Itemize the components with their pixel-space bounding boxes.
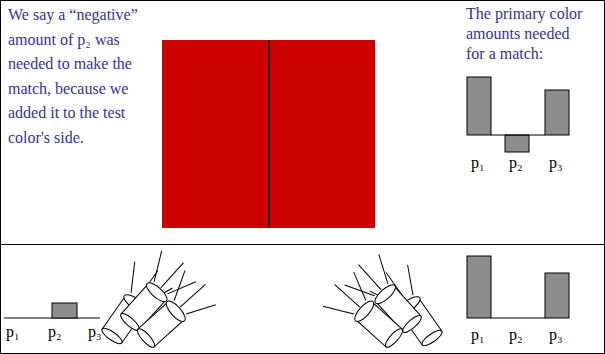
bar-label: p₁ (471, 326, 485, 344)
baseline (491, 135, 545, 136)
bar-label: p₂ (509, 154, 523, 172)
color-field (162, 40, 375, 228)
divider-line (0, 244, 605, 245)
note-text: We say a “negative” amount of p₂ was nee… (8, 3, 142, 150)
bar-label: p₂ (509, 326, 523, 344)
bar (545, 90, 569, 135)
baseline (491, 318, 545, 319)
bar-label: p₃ (549, 326, 563, 344)
bar-label: p₁ (6, 323, 20, 341)
projector (318, 268, 411, 354)
bar-label: p₃ (88, 323, 102, 341)
bar (505, 135, 529, 152)
bar (545, 273, 569, 318)
bar (52, 303, 77, 318)
projector (127, 267, 220, 354)
note-text: The primary color amounts needed for a m… (466, 4, 588, 64)
bar-label: p₁ (471, 154, 485, 172)
bar (467, 256, 491, 318)
bar-label: p₂ (48, 323, 62, 341)
bar-label: p₃ (549, 154, 563, 172)
bar (467, 77, 491, 135)
split-line (268, 40, 270, 228)
